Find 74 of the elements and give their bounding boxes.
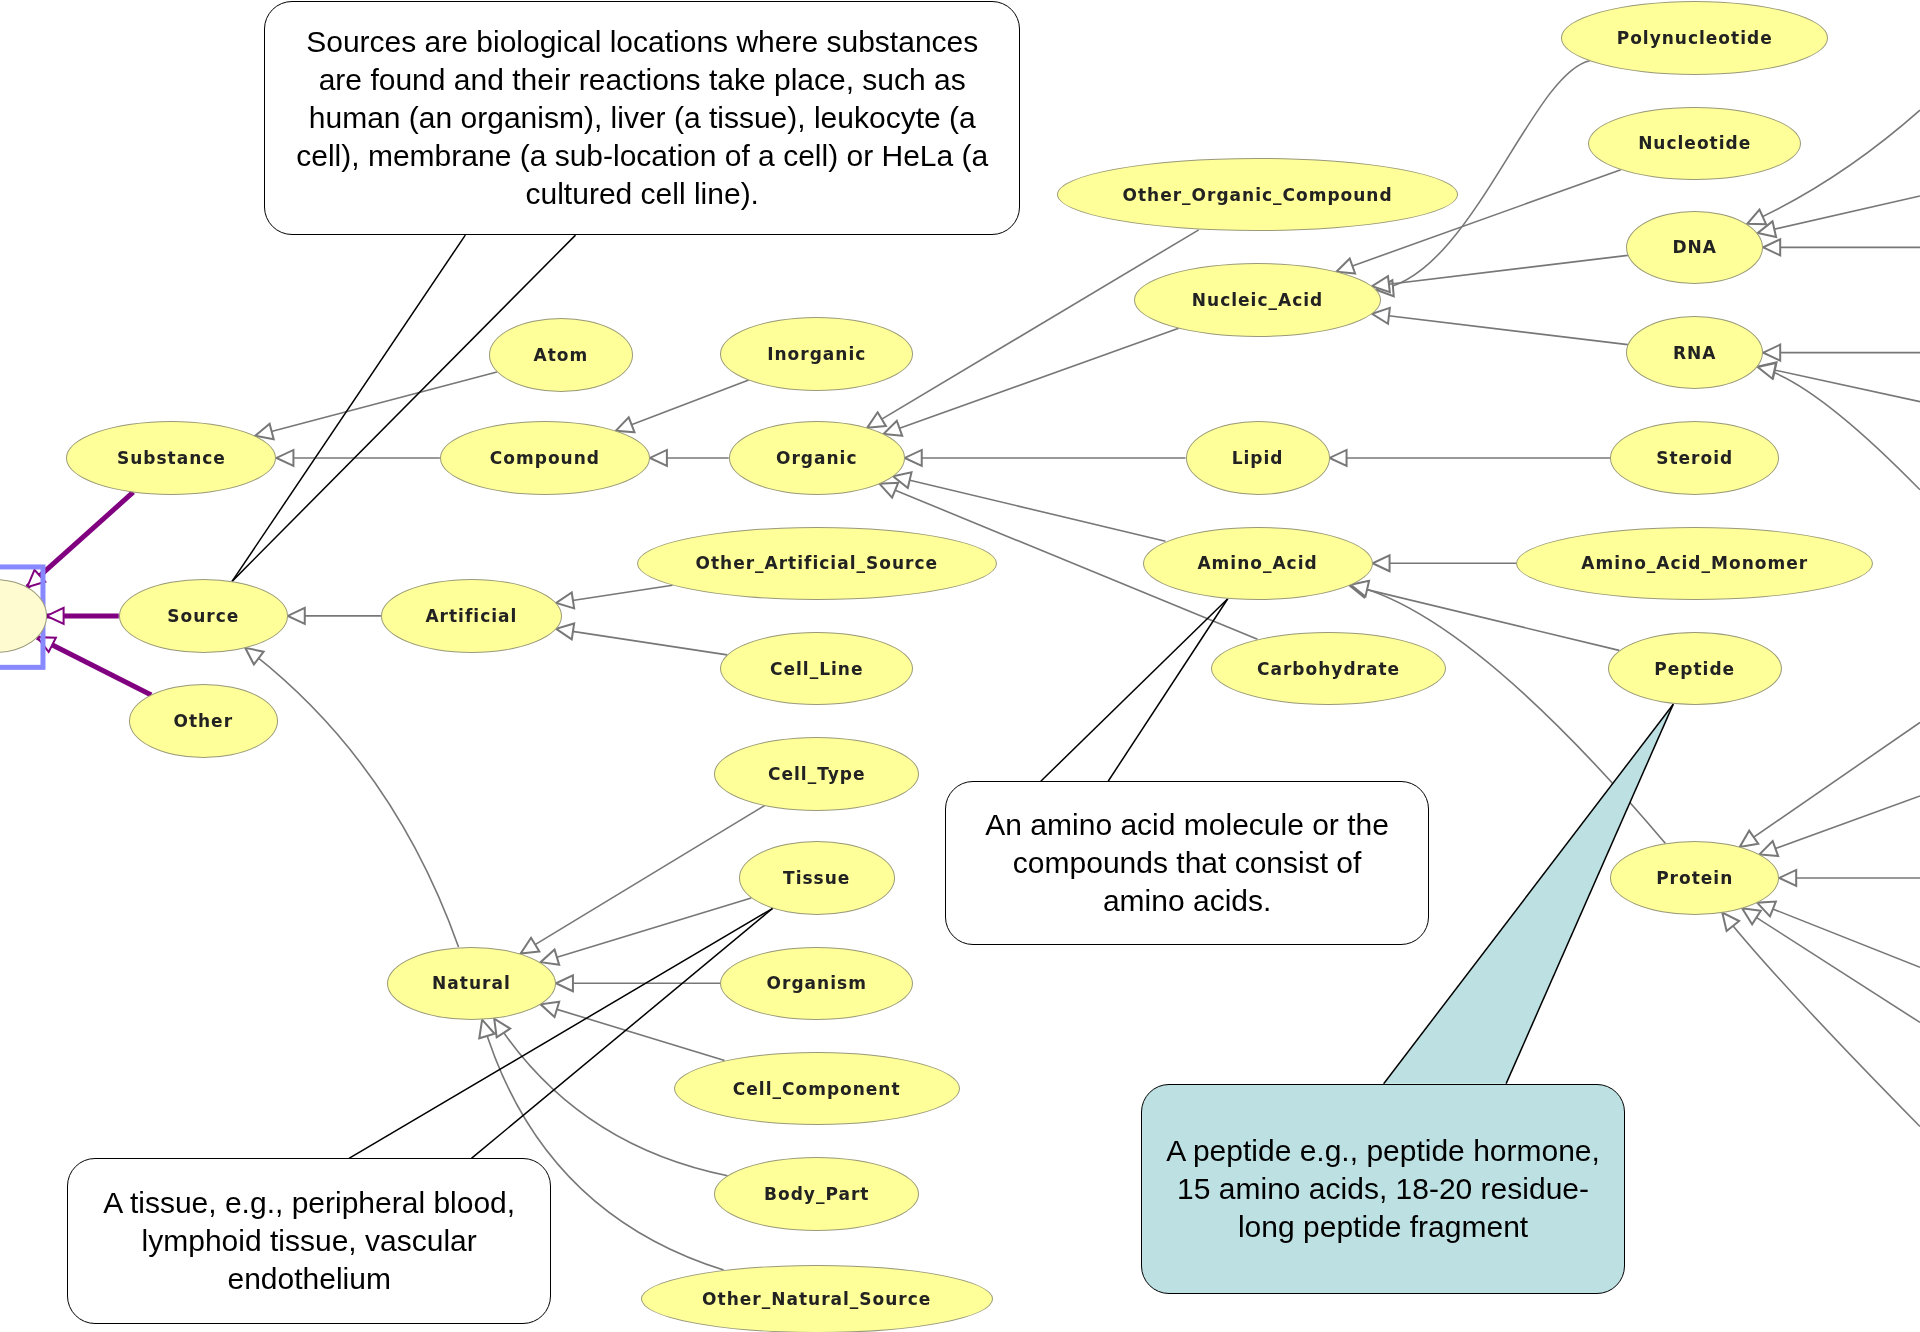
class-node: Other_Natural_Source [640,1264,993,1332]
callout-pointer [1382,703,1674,1085]
class-node: Nucleic_Acid [1134,263,1382,337]
class-node: Amino_Acid_Monomer [1516,526,1874,600]
inheritance-arrow [555,622,728,656]
class-node: Carbohydrate [1211,631,1447,706]
class-node: Protein [1610,841,1780,915]
inheritance-arrow [1756,195,1920,238]
class-node: Cell_Type [714,737,920,811]
class-node: Tissue [738,841,895,915]
class-node: Compound [439,421,650,495]
inheritance-arrow [1328,448,1611,467]
class-node: Artificial [380,579,562,653]
inheritance-arrow [892,471,1167,543]
inheritance-arrow [1371,554,1517,573]
inheritance-arrow [648,448,730,467]
inheritance-arrow [1349,580,1667,845]
inheritance-arrow [1756,900,1920,969]
inheritance-arrow [286,606,382,625]
inheritance-arrow [1758,795,1920,858]
inheritance-arrow [1335,168,1622,275]
inheritance-arrow [1371,306,1629,346]
inheritance-arrow [878,481,1259,641]
class-node: Substance [66,421,277,495]
inheritance-arrow [539,1000,726,1062]
class-node: Natural [386,946,556,1020]
class-node: Body_Part [714,1157,920,1231]
inheritance-arrow [614,379,750,434]
callout-box: A peptide e.g., peptide hormone, 15 amino acids, 18-20 residue-long peptide fragment [1141,1083,1625,1295]
inheritance-arrow [1375,59,1591,295]
callout-box: An amino acid molecule or the compounds that consist of amino acids. [945,781,1429,946]
inheritance-arrow [25,490,135,590]
class-node: Polynucleotide [1561,1,1829,75]
inheritance-arrow [882,327,1180,437]
class-node: Peptide [1607,631,1782,706]
class-node: Amino_Acid [1142,526,1373,600]
inheritance-arrow [275,448,441,467]
inheritance-arrow [1741,907,1920,1024]
class-node: RNA [1626,315,1764,390]
class-node: Organic [728,421,905,495]
inheritance-arrow [1738,721,1920,848]
inheritance-arrow [45,606,119,625]
inheritance-arrow [1746,109,1920,225]
class-node: DNA [1626,210,1764,285]
class-node: Other_Artificial_Source [636,526,997,600]
inheritance-arrow [555,584,674,610]
callout-box: A tissue, e.g., peripheral blood, lymphoid tissue, vascular endothelium [67,1158,551,1324]
class-node: Atom [488,318,633,392]
inheritance-arrow [1778,868,1920,887]
class-node: Other [128,684,278,758]
inheritance-arrow [1762,343,1920,362]
inheritance-arrow [244,646,460,948]
callout-box: Sources are biological locations where substances are found and their reactions take place, such as human (an organism), liver (a tissue), leukocyte (a cell), membrane (a sub-location of a cell) or HeLa (a cultured cell line). [264,1,1020,236]
inheritance-arrow [254,371,498,441]
class-node: Steroid [1610,421,1780,495]
class-node: Source [118,579,288,653]
class-node: Other_Organic_Compound [1057,157,1459,232]
inheritance-arrow [1757,361,1920,403]
inheritance-arrow [519,804,766,955]
inheritance-arrow [478,1018,725,1271]
class-node: Cell_Line [720,631,914,706]
class-node: Cell_Component [673,1051,960,1126]
inheritance-arrow [539,897,753,966]
inheritance-arrow [1721,911,1920,1128]
inheritance-arrow [554,974,722,993]
inheritance-arrow [866,229,1200,429]
class-node: Organism [720,946,914,1020]
inheritance-arrow [903,448,1187,467]
class-node: Inorganic [720,317,914,391]
inheritance-arrow [36,634,153,698]
inheritance-arrow [1762,238,1920,257]
inheritance-arrow [1371,254,1629,294]
class-node: Lipid [1185,421,1330,495]
class-node: Nucleotide [1588,106,1802,180]
